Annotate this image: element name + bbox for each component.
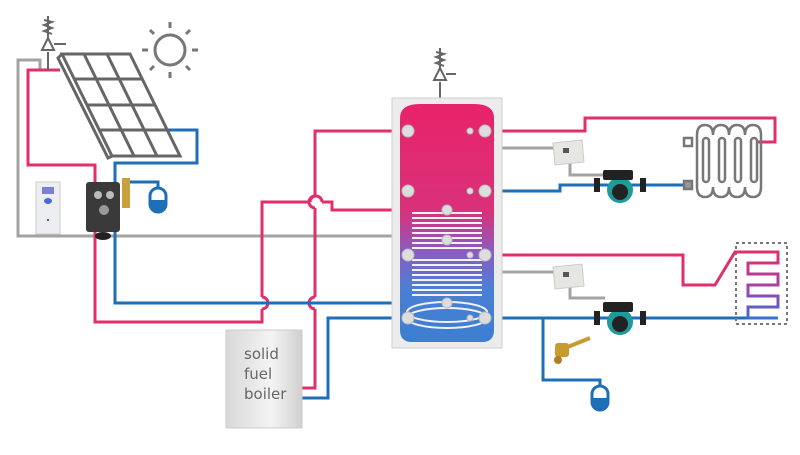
expansion-vessel-icon xyxy=(148,186,168,214)
circulation-pump-icon xyxy=(594,302,646,335)
boiler-label-line: fuel xyxy=(244,365,273,383)
boiler-label-line: boiler xyxy=(244,385,287,403)
boiler-label-line: solid xyxy=(244,345,279,363)
radiator-icon xyxy=(682,123,763,199)
thermostat-icon xyxy=(552,139,585,166)
sun-icon xyxy=(142,22,198,78)
solar-panel-icon xyxy=(56,52,183,161)
pump-station-icon xyxy=(86,178,130,240)
safety-valve-icon xyxy=(432,48,456,98)
thermostat-icon xyxy=(552,263,585,290)
safety-valve-icon xyxy=(40,16,66,70)
expansion-vessel-icon xyxy=(590,384,610,412)
solid-fuel-boiler xyxy=(225,329,303,429)
circulation-pump-icon xyxy=(594,170,646,203)
hot-pipes xyxy=(26,68,777,390)
floor-heating-icon xyxy=(735,242,788,325)
solar-controller-icon xyxy=(35,181,61,235)
mixing-valve-icon xyxy=(554,336,591,364)
storage-tank-icon xyxy=(391,97,503,349)
boiler-label: solid fuel boiler xyxy=(244,344,286,404)
